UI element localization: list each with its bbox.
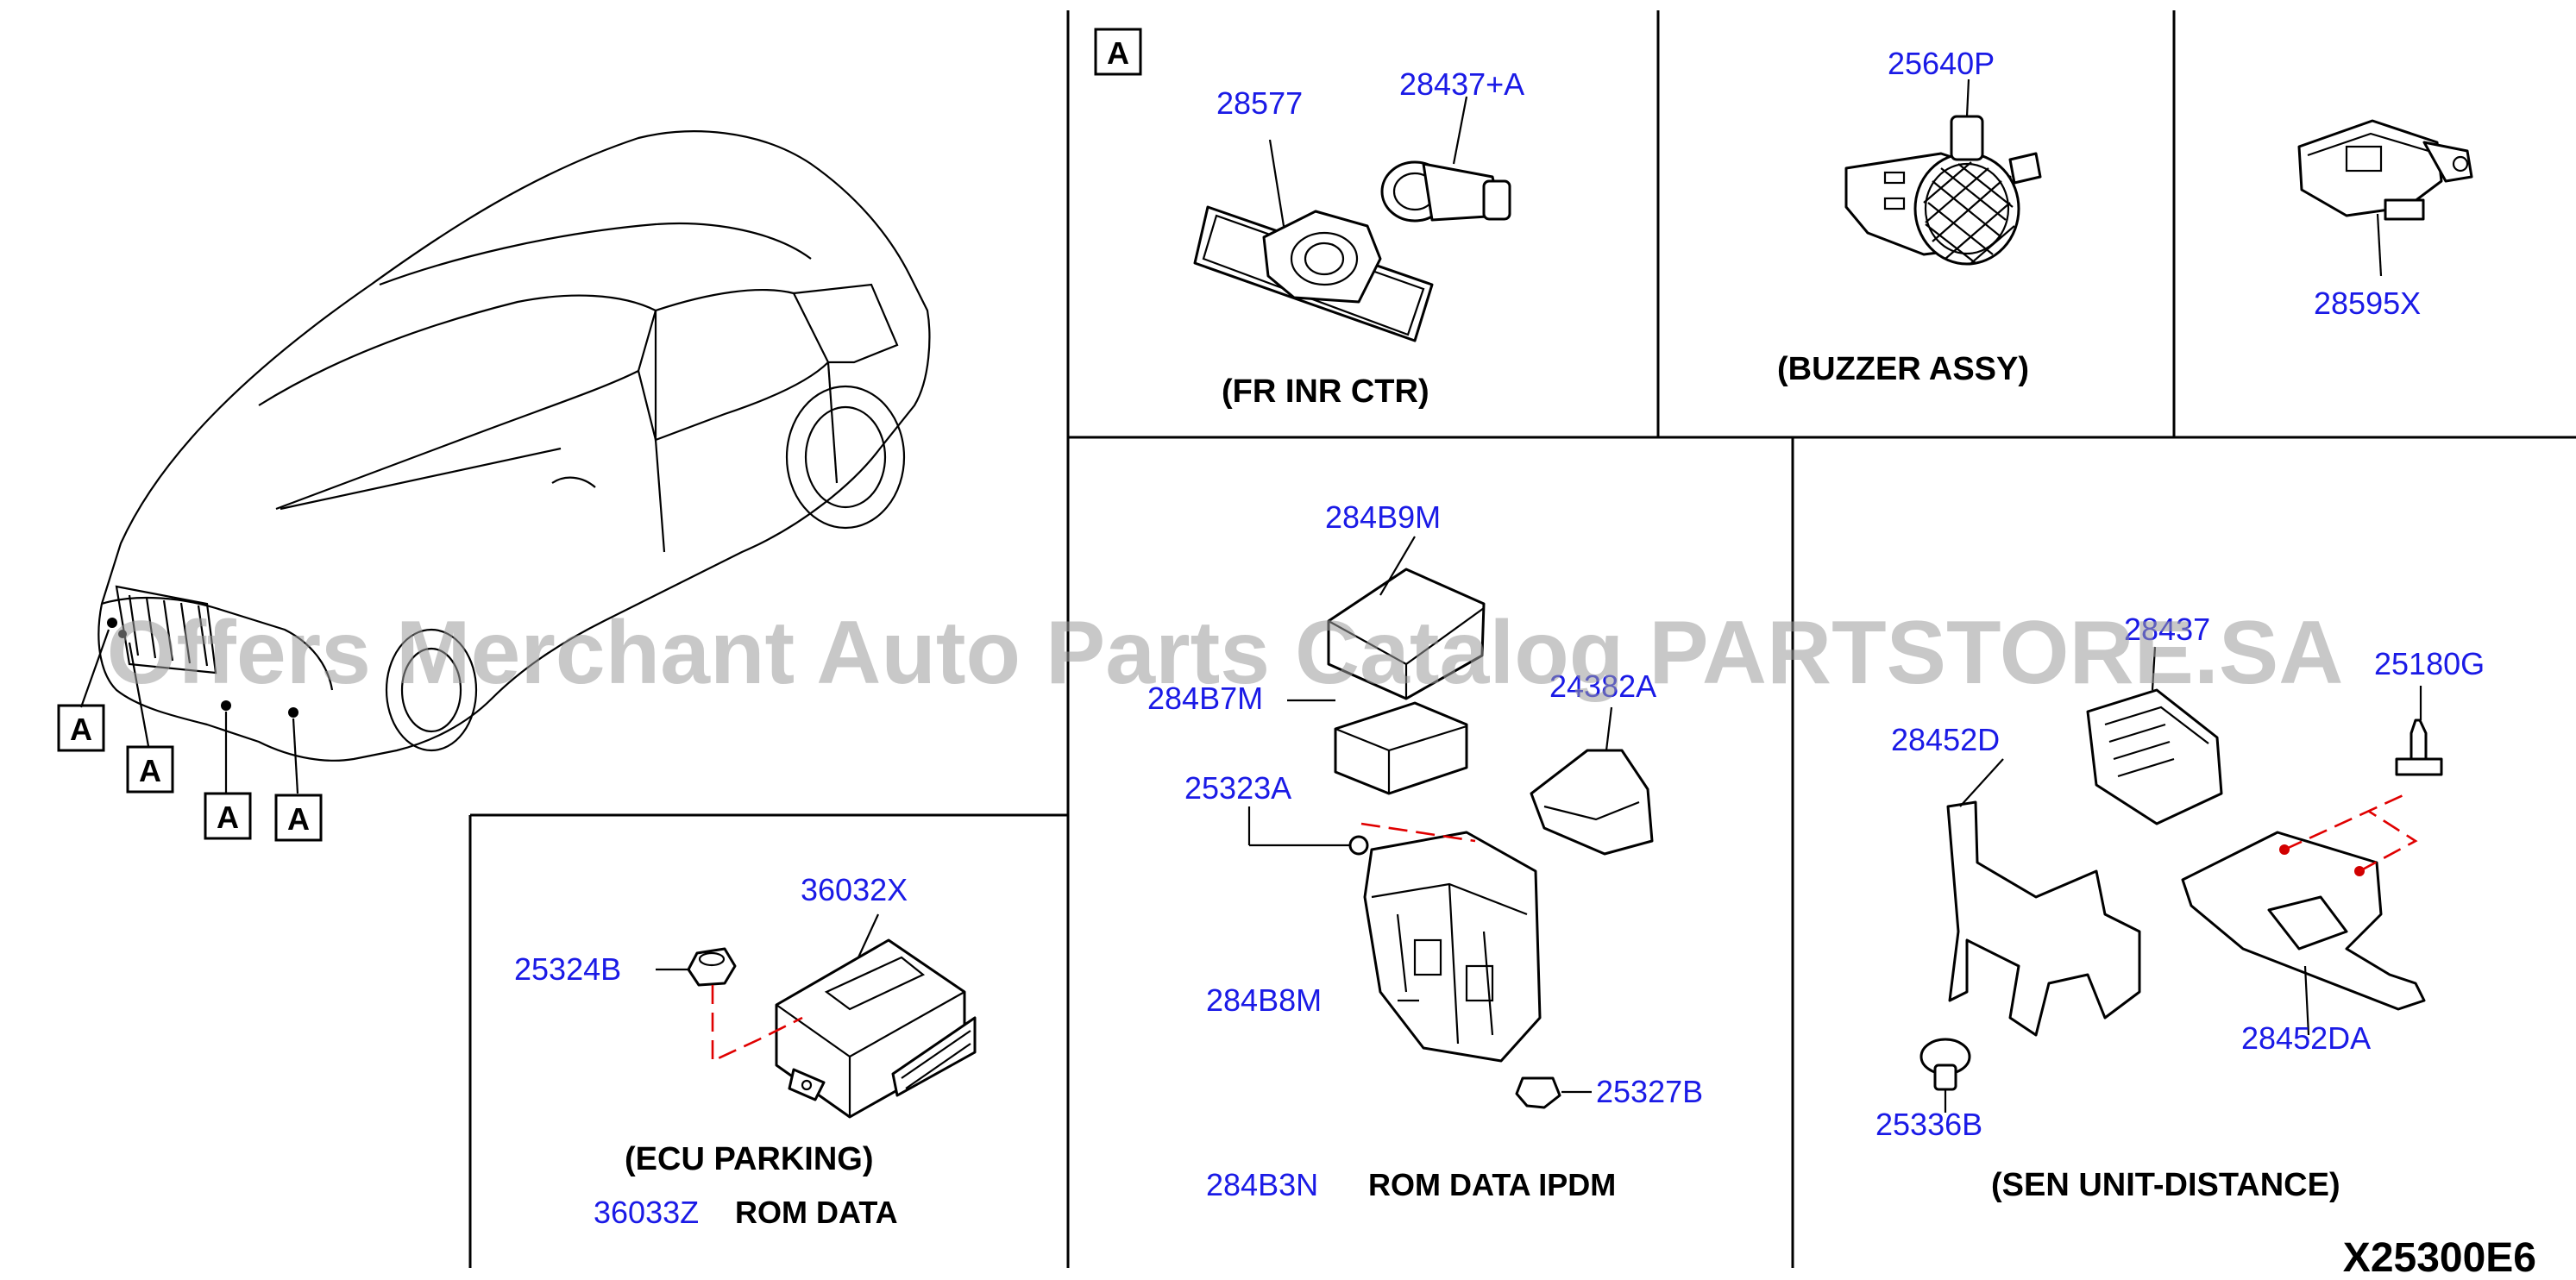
part-number-28437a[interactable]: 28437+A — [1399, 66, 1524, 102]
marker-a-4: A — [287, 801, 310, 837]
vehicle-illustration — [79, 130, 931, 794]
bracket-28452d-drawing — [1946, 758, 2141, 1037]
module-284b9m-drawing — [1327, 536, 1486, 700]
ecu-36032x-drawing — [775, 913, 977, 1119]
callout-markers: A A A A A — [57, 28, 1142, 842]
part-28595x-drawing — [2297, 119, 2473, 277]
part-number-28452da[interactable]: 28452DA — [2241, 1020, 2371, 1056]
bracket-28452da-drawing — [2181, 792, 2426, 1036]
part-number-284b7m[interactable]: 284B7M — [1147, 681, 1263, 716]
part-number-25336b[interactable]: 25336B — [1875, 1107, 1982, 1142]
bracket-28577-drawing — [1193, 139, 1434, 342]
part-number-28595x[interactable]: 28595X — [2314, 285, 2421, 321]
clip-25336b-drawing — [1919, 1038, 1971, 1113]
part-number-284b8m[interactable]: 284B8M — [1206, 982, 1322, 1018]
part-number-28577[interactable]: 28577 — [1216, 85, 1303, 121]
part-callouts-sen-unit: 28437 25180G 28452D 28452DA 25336B (SEN … — [1875, 612, 2485, 1203]
part-callouts-buzzer: 25640P (BUZZER ASSY) — [1777, 46, 2029, 387]
diagram-code: X25300E6 — [2343, 1235, 2536, 1280]
watermark: Offers Merchant Auto Parts Catalog PARTS… — [107, 603, 2344, 703]
sensor-28437a-drawing — [1380, 96, 1511, 223]
part-callouts-28595x: 28595X — [2314, 285, 2421, 321]
block-284b8m-drawing — [1360, 822, 1542, 1063]
caption-sen-unit-distance: (SEN UNIT-DISTANCE) — [1991, 1167, 2340, 1203]
marker-a-3: A — [217, 800, 239, 835]
buzzer-25640p-drawing — [1844, 78, 2042, 266]
caption-buzzer-assy: (BUZZER ASSY) — [1777, 351, 2029, 387]
marker-a-detail: A — [1107, 35, 1129, 71]
part-number-25180g[interactable]: 25180G — [2374, 646, 2485, 681]
part-number-36032x[interactable]: 36032X — [801, 872, 908, 907]
part-callouts-ipdm: 284B9M 284B7M 24382A 25323A 284B8M 25327… — [1147, 499, 1703, 1202]
part-number-25327b[interactable]: 25327B — [1596, 1074, 1703, 1109]
marker-a-2: A — [139, 753, 161, 788]
part-number-284b3n[interactable]: 284B3N — [1206, 1167, 1318, 1202]
cover-24382a-drawing — [1530, 706, 1654, 856]
caption-rom-data-ipdm: ROM DATA IPDM — [1368, 1167, 1616, 1202]
part-number-24382a[interactable]: 24382A — [1549, 668, 1656, 704]
panel-dividers — [468, 10, 2576, 1268]
part-number-25640p[interactable]: 25640P — [1888, 46, 1995, 81]
part-callouts-ecu-parking: 36032X 25324B (ECU PARKING) 36033Z ROM D… — [514, 872, 908, 1230]
sensor-unit-28437-drawing — [2086, 646, 2223, 825]
module-284b7m-drawing — [1287, 699, 1468, 795]
part-number-25323a[interactable]: 25323A — [1184, 770, 1291, 806]
part-number-36033z[interactable]: 36033Z — [594, 1195, 699, 1230]
fastener-drawings — [1247, 806, 1592, 1109]
nut-25324b-drawing — [656, 947, 803, 1064]
caption-ecu-parking: (ECU PARKING) — [625, 1141, 874, 1177]
part-number-284b9m[interactable]: 284B9M — [1325, 499, 1441, 535]
part-number-25324b[interactable]: 25324B — [514, 951, 621, 987]
bolt-25180g-drawing — [2395, 686, 2443, 776]
part-number-28452d[interactable]: 28452D — [1891, 722, 2000, 757]
caption-rom-data: ROM DATA — [735, 1195, 898, 1230]
part-number-28437[interactable]: 28437 — [2124, 612, 2210, 647]
marker-a-1: A — [70, 712, 92, 747]
caption-fr-inr-ctr: (FR INR CTR) — [1222, 373, 1429, 410]
part-callouts-fr-inr-ctr: 28577 28437+A (FR INR CTR) — [1216, 66, 1524, 410]
